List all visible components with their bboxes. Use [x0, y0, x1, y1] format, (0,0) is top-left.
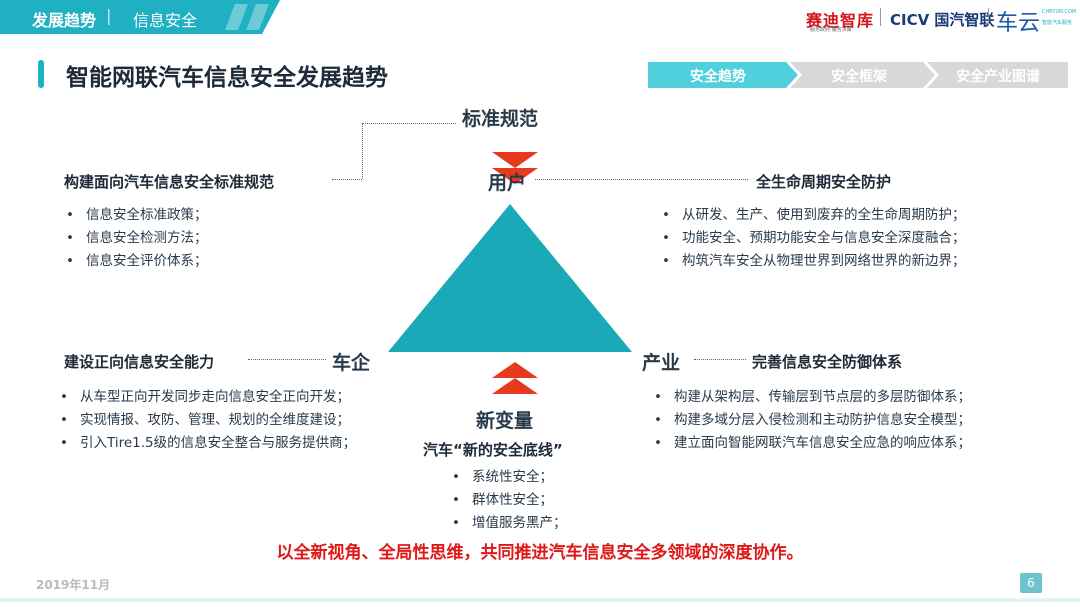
- top-bar-bg: [0, 0, 280, 34]
- arrow-up-icon: [492, 378, 538, 394]
- footer-date: 2019年11月: [36, 578, 111, 592]
- arrow-down-icon: [492, 168, 538, 184]
- breadcrumb-step-active[interactable]: [648, 62, 798, 88]
- diagram-shapes: [388, 152, 632, 394]
- top-section-bar: 发展趋势 信息安全: [0, 0, 280, 34]
- oem-list: •从车型正向开发同步走向信息安全正向开发； •实现情报、攻防、管理、规划的全维度…: [60, 386, 356, 455]
- baseline-list: •系统性安全； •群体性安全； •增值服务黑产；: [452, 466, 567, 535]
- industry-list: •构建从架构层、传输层到节点层的多层防御体系； •构建多域分层入侵检测和主动防护…: [654, 386, 971, 455]
- node-standards: 标准规范: [462, 108, 539, 130]
- connector-line: [248, 359, 326, 360]
- list-item: •构建多域分层入侵检测和主动防护信息安全模型；: [654, 412, 971, 428]
- connector-line: [362, 123, 456, 124]
- arrow-up-icon: [492, 362, 538, 378]
- breadcrumb-step[interactable]: [927, 62, 1068, 88]
- list-item: •从研发、生产、使用到废弃的全生命周期防护；: [662, 207, 966, 223]
- node-oem: 车企: [332, 352, 371, 374]
- footer-strip: [0, 598, 1080, 602]
- oem-heading: 建设正向信息安全能力: [64, 353, 215, 371]
- list-item: •建立面向智能网联汽车信息安全应急的响应体系；: [654, 435, 971, 451]
- breadcrumb-label-map: 安全产业图谱: [956, 69, 1040, 85]
- lifecycle-heading: 全生命周期安全防护: [756, 173, 892, 191]
- industry-heading: 完善信息安全防御体系: [752, 353, 903, 371]
- cicv-logo: CICV 国汽智联: [890, 11, 995, 29]
- list-item: •群体性安全；: [452, 492, 553, 508]
- page-number: 6: [1020, 573, 1042, 593]
- list-item: •系统性安全；: [452, 469, 553, 485]
- cheyun-logo: 车云: [996, 11, 1041, 36]
- saidi-logo-sub: 服务政府·服务决策: [810, 27, 852, 33]
- section-tab-security[interactable]: 信息安全: [133, 11, 198, 30]
- node-new-variable: 新变量: [476, 410, 534, 432]
- node-industry: 产业: [642, 352, 681, 374]
- title-accent-bar: [38, 60, 44, 88]
- saidi-logo: 赛迪智库: [806, 11, 875, 30]
- list-item: •从车型正向开发同步走向信息安全正向开发；: [60, 389, 350, 405]
- cheyun-logo-sub: 智能汽车服务: [1042, 20, 1073, 26]
- lifecycle-list: •从研发、生产、使用到废弃的全生命周期防护； •功能安全、预期功能安全与信息安全…: [662, 204, 966, 273]
- list-item: •构建从架构层、传输层到节点层的多层防御体系；: [654, 389, 971, 405]
- section-tab-trend[interactable]: 发展趋势: [32, 11, 97, 30]
- arrow-down-icon: [492, 152, 538, 168]
- standards-heading: 构建面向汽车信息安全标准规范: [64, 173, 275, 191]
- standards-list: •信息安全标准政策； •信息安全检测方法； •信息安全评价体系；: [66, 204, 208, 273]
- breadcrumb-label-framework: 安全框架: [831, 69, 887, 85]
- breadcrumb: [648, 62, 1068, 88]
- logo-divider: [880, 8, 881, 26]
- list-item: •引入Tire1.5级的信息安全整合与服务提供商；: [60, 435, 357, 451]
- list-item: •构筑汽车安全从物理世界到网络世界的新边界；: [662, 253, 966, 269]
- connector-line: [332, 179, 362, 180]
- breadcrumb-label-trend: 安全趋势: [690, 69, 746, 85]
- list-item: •信息安全评价体系；: [66, 253, 208, 269]
- conclusion-text: 以全新视角、全局性思维，共同推进汽车信息安全多领域的深度协作。: [276, 543, 804, 563]
- node-user: 用户: [488, 172, 527, 194]
- list-item: •功能安全、预期功能安全与信息安全深度融合；: [662, 230, 966, 246]
- list-item: •信息安全检测方法；: [66, 230, 208, 246]
- triangle: [388, 204, 632, 352]
- connector-line: [694, 359, 746, 360]
- baseline-heading: 汽车“新的安全底线”: [423, 441, 563, 459]
- page-title: 智能网联汽车信息安全发展趋势: [66, 65, 388, 91]
- logo-divider: [988, 8, 989, 26]
- connector-line: [535, 179, 748, 180]
- list-item: •实现情报、攻防、管理、规划的全维度建设；: [60, 412, 350, 428]
- list-item: •增值服务黑产；: [452, 515, 567, 531]
- list-item: •信息安全标准政策；: [66, 207, 208, 223]
- breadcrumb-step[interactable]: [790, 62, 935, 88]
- connector-line: [362, 123, 363, 179]
- cheyun-logo-sub: CHEYUN.COM: [1042, 9, 1077, 15]
